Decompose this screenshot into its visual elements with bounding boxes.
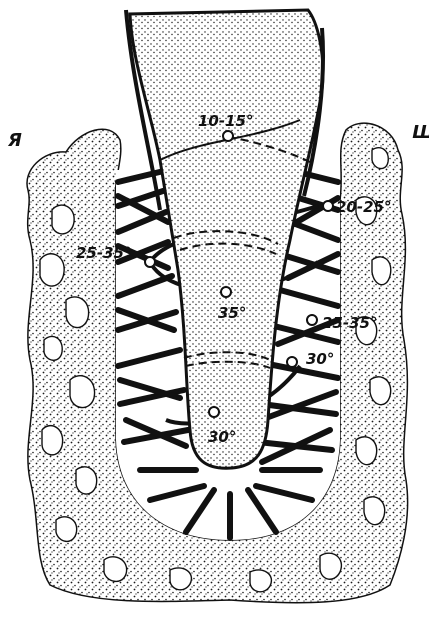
point-lower-right	[287, 357, 297, 367]
angle-label-apex: 30°	[208, 428, 236, 446]
angle-label-middle: 35°	[218, 304, 246, 322]
side-label-right: Щ	[412, 122, 429, 143]
point-middle-right	[307, 315, 317, 325]
angle-label-lower-right: 30°	[306, 350, 334, 368]
point-crown	[223, 131, 233, 141]
angle-label-middle-right: 25-35°	[322, 314, 377, 332]
angle-label-upper-right: 20-25°	[336, 198, 391, 216]
point-middle	[221, 287, 231, 297]
angle-label-crown: 10-15°	[198, 112, 253, 130]
point-apex	[209, 407, 219, 417]
angle-label-upper-left: 25-35°	[76, 244, 131, 262]
point-upper-left	[145, 257, 155, 267]
side-label-left: Я	[7, 130, 22, 151]
point-upper-right	[323, 201, 333, 211]
